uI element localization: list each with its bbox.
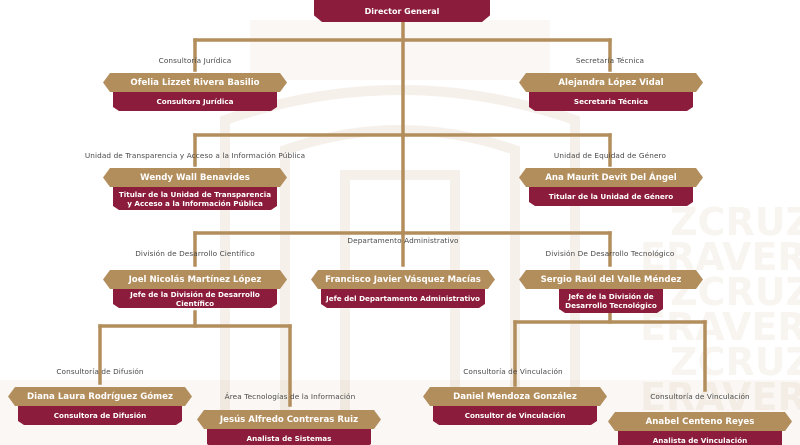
watermark-line: ERAVERA <box>640 305 800 349</box>
role-title: Consultora Jurídica <box>113 92 277 111</box>
person-name: Jesús Alfredo Contreras Ruiz <box>197 410 381 429</box>
person-name: Ofelia Lizzet Rivera Basilio <box>103 73 287 92</box>
area-label: Secretaría Técnica <box>575 56 645 65</box>
person-name: Francisco Javier Vásquez Macías <box>311 270 495 289</box>
org-node-departamento-administrativo: Francisco Javier Vásquez Macías Jefe del… <box>311 270 495 310</box>
role-title: Secretaria Técnica <box>529 92 693 111</box>
role-title: Jefe de la División de Desarrollo Cientí… <box>113 289 277 308</box>
area-label: División de Desarrollo Científico <box>135 249 255 258</box>
org-node-unidad-equidad: Ana Maurit Devit Del Ángel Titular de la… <box>519 168 703 208</box>
org-node-tecnologias-informacion: Jesús Alfredo Contreras Ruiz Analista de… <box>197 410 381 445</box>
org-node-desarrollo-cientifico: Joel Nicolás Martínez López Jefe de la D… <box>103 270 287 310</box>
person-name: Ana Maurit Devit Del Ángel <box>519 168 703 187</box>
role-title: Consultora de Difusión <box>18 406 182 425</box>
area-label: Consultoría de Vinculación <box>650 392 750 401</box>
watermark-line: ZCRUZ <box>670 340 800 384</box>
person-name: Anabel Centeno Reyes <box>608 412 792 431</box>
org-node-desarrollo-tecnologico: Sergio Raúl del Valle Méndez Jefe de la … <box>519 270 703 314</box>
area-label: Consultoría Jurídica <box>158 56 232 65</box>
person-name: Diana Laura Rodríguez Gómez <box>8 387 192 406</box>
person-name: Alejandra López Vidal <box>519 73 703 92</box>
director-role: Director General <box>364 6 440 16</box>
org-node-secretaria-tecnica: Alejandra López Vidal Secretaria Técnica <box>519 73 703 113</box>
role-title: Analista de Vinculación <box>618 431 782 445</box>
role-title: Titular de la Unidad de Género <box>529 187 693 206</box>
person-name: Sergio Raúl del Valle Méndez <box>519 270 703 289</box>
org-node-consultoria-difusion: Diana Laura Rodríguez Gómez Consultora d… <box>8 387 192 427</box>
area-label: Consultoría de Vinculación <box>463 367 563 376</box>
director-general-box: Director General <box>314 0 490 22</box>
person-name: Joel Nicolás Martínez López <box>103 270 287 289</box>
area-label: Unidad de Equidad de Género <box>553 151 667 160</box>
watermark-line: ZCRUZ <box>670 200 800 244</box>
person-name: Wendy Wall Benavides <box>103 168 287 187</box>
area-label: Área Tecnologías de la Información <box>224 392 356 401</box>
role-title: Jefe del Departamento Administrativo <box>321 289 485 308</box>
role-title: Jefe de la División de Desarrollo Tecnol… <box>559 289 663 313</box>
role-title: Consultor de Vinculación <box>433 406 597 425</box>
area-label: Departamento Administrativo <box>347 236 459 245</box>
org-node-analista-vinculacion: Anabel Centeno Reyes Analista de Vincula… <box>608 412 792 445</box>
role-title: Titular de la Unidad de Transparencia y … <box>113 187 277 210</box>
area-label: División De Desarrollo Tecnológico <box>545 249 675 258</box>
org-node-consultoria-juridica: Ofelia Lizzet Rivera Basilio Consultora … <box>103 73 287 113</box>
watermark-line: ERAVER <box>640 375 800 419</box>
area-label: Consultoría de Difusión <box>56 367 144 376</box>
org-node-consultoria-vinculacion: Daniel Mendoza González Consultor de Vin… <box>423 387 607 427</box>
org-node-unidad-transparencia: Wendy Wall Benavides Titular de la Unida… <box>103 168 287 210</box>
person-name: Daniel Mendoza González <box>423 387 607 406</box>
area-label: Unidad de Transparencia y Acceso a la In… <box>84 151 306 160</box>
role-title: Analista de Sistemas <box>207 429 371 445</box>
